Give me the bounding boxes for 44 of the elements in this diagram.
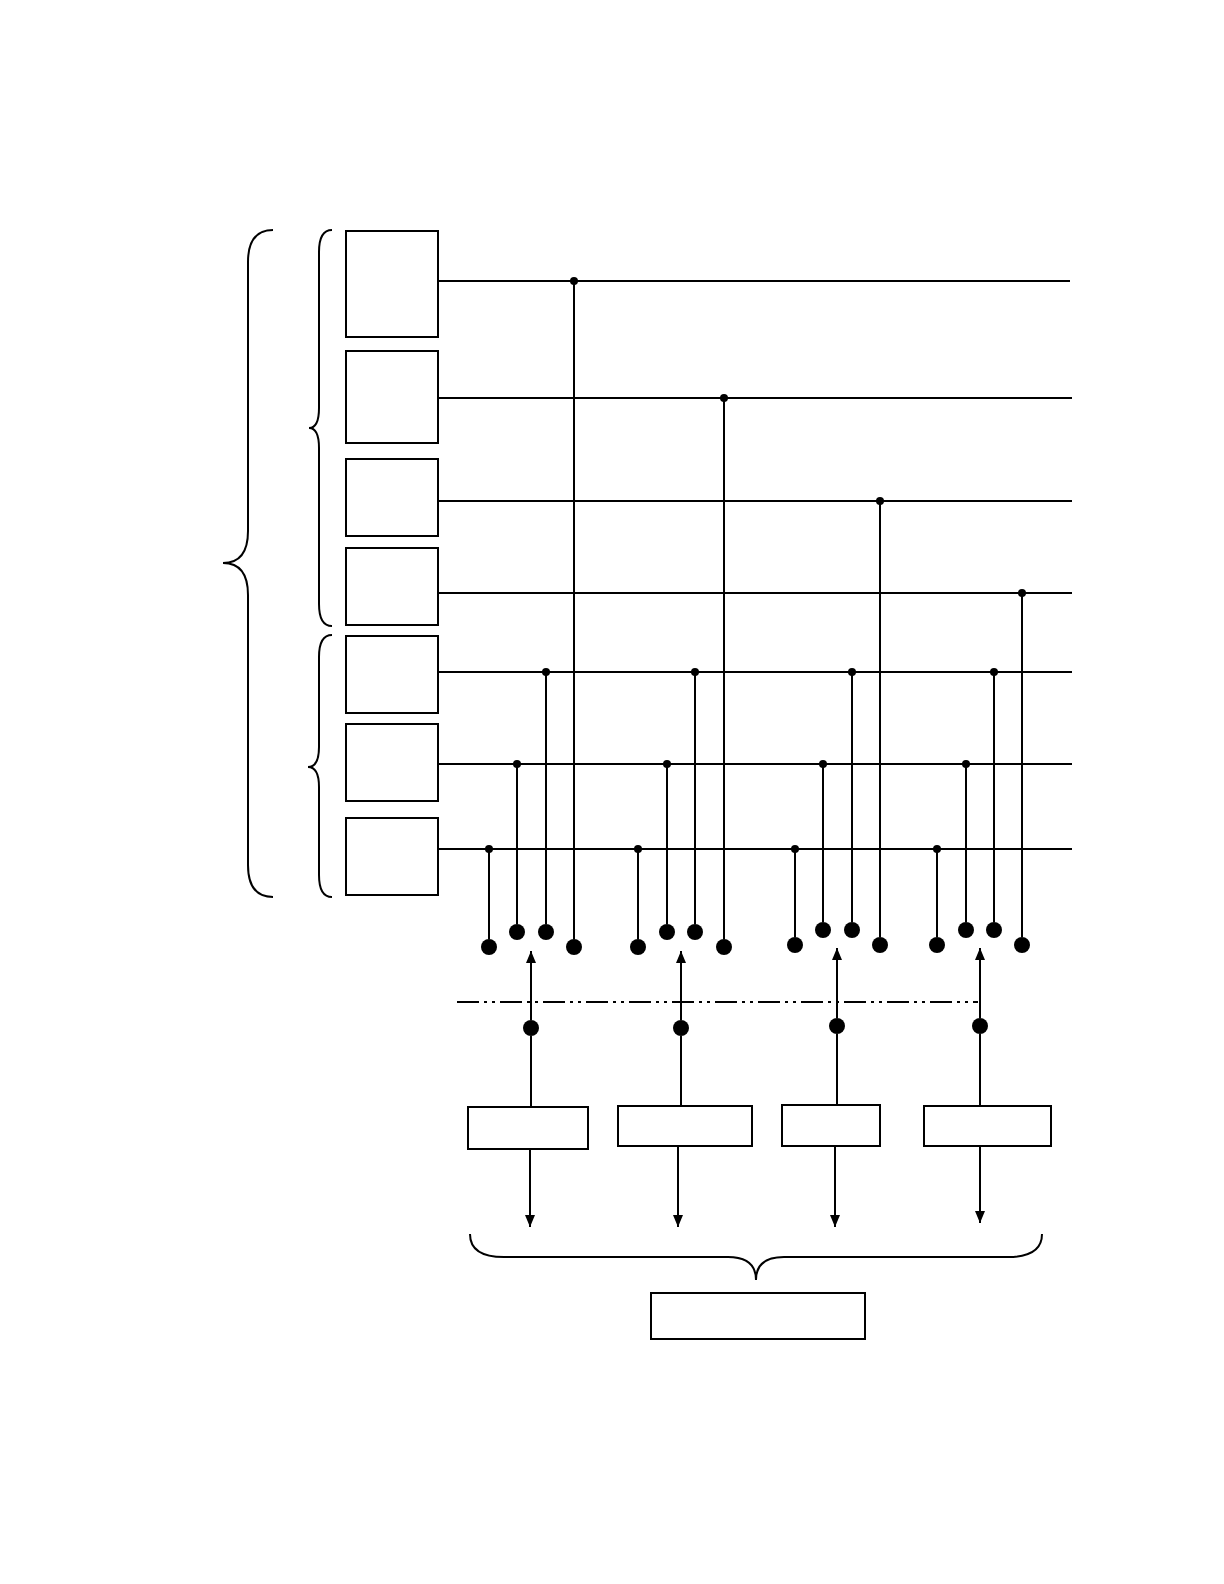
arrow [526,950,536,1021]
arrow [673,1146,683,1228]
terminal-dot [538,924,554,940]
terminal-dot [716,939,732,955]
process-box [345,230,439,338]
terminal-dot [872,937,888,953]
connector-line [836,1033,838,1105]
process-box [345,547,439,626]
terminal-dot [481,939,497,955]
connector-line [680,1035,682,1106]
terminal-dot [630,939,646,955]
process-box [617,1105,753,1147]
arrow [975,1146,985,1224]
terminal-dot [958,922,974,938]
terminal-dot [815,922,831,938]
process-box [345,723,439,802]
terminal-dot [659,924,675,940]
process-box [781,1104,881,1147]
terminal-dot [986,922,1002,938]
process-box [923,1105,1052,1147]
process-box [650,1292,866,1340]
arrow [975,947,985,1019]
process-box [345,350,439,444]
process-box [345,817,439,896]
arrow [830,1146,840,1228]
process-box [345,458,439,537]
process-box [467,1106,589,1150]
terminal-dot [787,937,803,953]
process-box [345,635,439,714]
terminal-dot [829,1018,845,1034]
terminal-dot [566,939,582,955]
terminal-dot [523,1020,539,1036]
arrow [525,1149,535,1228]
connector-line [530,1035,532,1107]
terminal-dot [687,924,703,940]
arrow [676,950,686,1021]
terminal-dot [509,924,525,940]
connector-line [979,1033,981,1106]
terminal-dot [673,1020,689,1036]
terminal-dot [844,922,860,938]
terminal-dot [1014,937,1030,953]
terminal-dot [972,1018,988,1034]
arrow [832,947,842,1019]
terminal-dot [929,937,945,953]
